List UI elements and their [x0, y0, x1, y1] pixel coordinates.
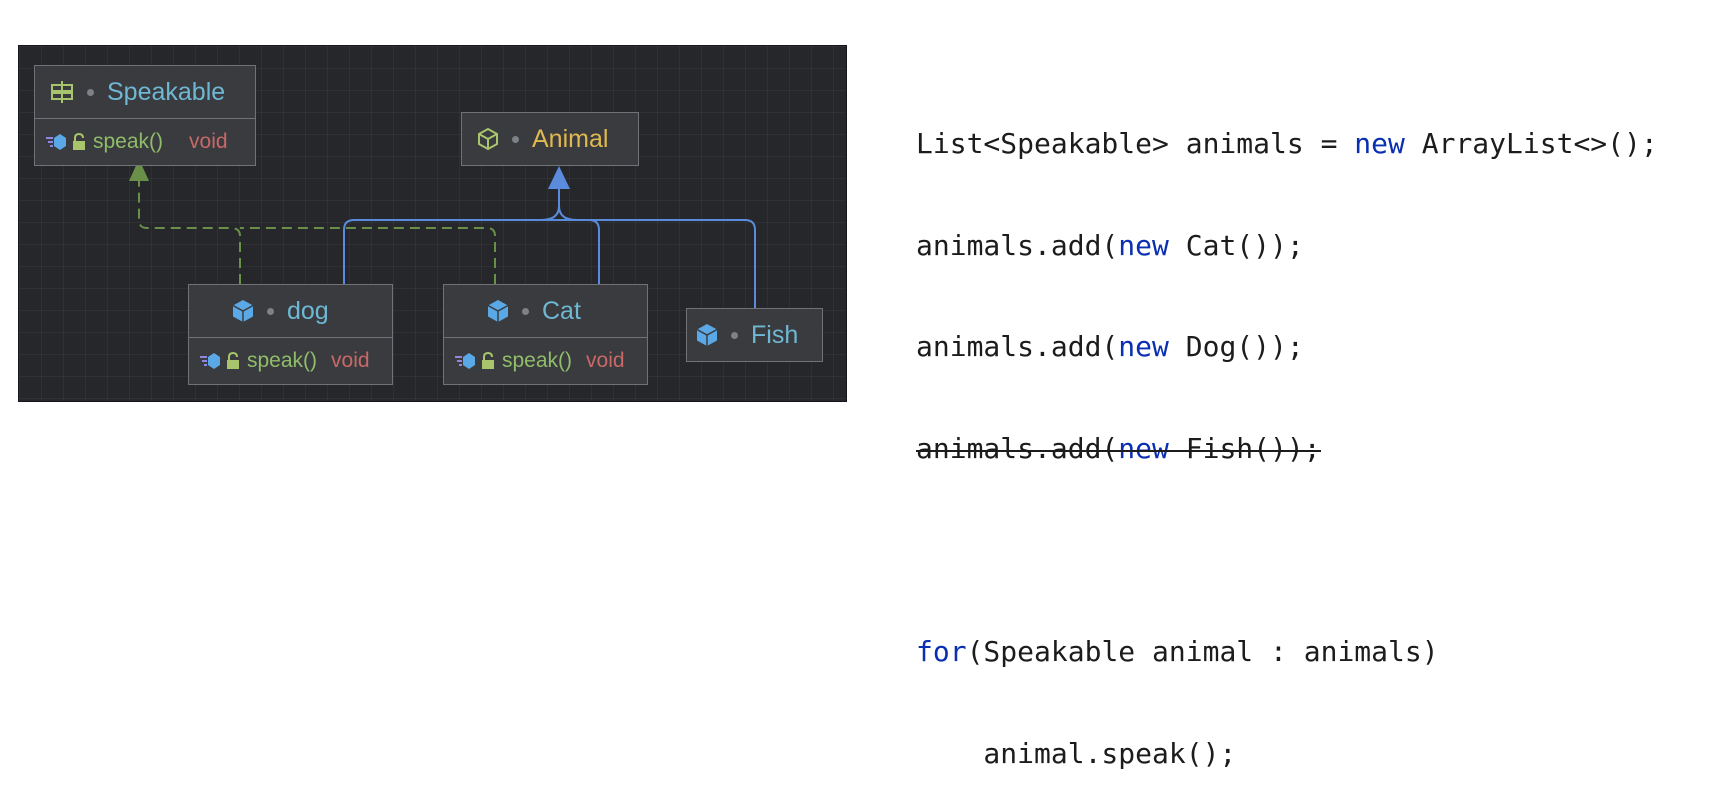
node-fish[interactable]: Fish — [686, 308, 823, 362]
method-icon — [200, 353, 220, 369]
public-lock-icon — [227, 352, 239, 369]
public-lock-icon — [73, 133, 85, 150]
blank-line — [916, 532, 1658, 568]
node-name: Speakable — [107, 77, 226, 106]
node-cat[interactable]: Cat speak() void — [443, 284, 648, 385]
code-line: animals.add(new Dog()); — [916, 329, 1658, 365]
code-text: ArrayList<>(); — [1404, 127, 1658, 160]
code-text: animal.speak(); — [916, 736, 1237, 770]
visibility-dot — [522, 307, 529, 315]
class-icon — [487, 300, 509, 322]
node-animal[interactable]: Animal — [461, 112, 639, 166]
uml-diagram-panel: Speakable speak() void — [18, 45, 847, 402]
code-line: List<Speakable> animals = new ArrayList<… — [916, 126, 1658, 162]
arrowhead-speakable — [129, 159, 149, 181]
abstract-class-icon — [478, 127, 498, 151]
code-text: Dog()); — [1168, 330, 1304, 363]
edge-cat-extends-animal — [551, 219, 600, 284]
code-block: List<Speakable> animals = new ArrayList<… — [916, 60, 1658, 804]
node-name: Cat — [542, 296, 581, 325]
keyword: for — [916, 635, 967, 668]
code-line: animals.add(new Cat()); — [916, 228, 1658, 264]
arrowhead-animal — [548, 166, 570, 189]
edge-animal-trunk — [540, 205, 578, 221]
method-return-type: void — [331, 349, 370, 372]
node-name: Fish — [751, 320, 799, 349]
node-fish-header: Fish — [687, 309, 822, 361]
method-name: speak() — [502, 349, 573, 372]
node-animal-header: Animal — [462, 113, 638, 165]
edge-dog-extends-animal — [343, 219, 551, 284]
edge-fish-extends-animal — [589, 219, 756, 308]
keyword: new — [1118, 431, 1169, 465]
strikethrough-text: animals.add(new Fish()); — [916, 431, 1321, 467]
method-name: speak() — [247, 349, 318, 372]
code-text: List<Speakable> animals = — [916, 127, 1355, 160]
method-row: speak() void — [444, 337, 647, 384]
code-text: Fish()); — [1168, 431, 1321, 465]
code-text: (Speakable animal : animals) — [966, 635, 1439, 668]
node-speakable[interactable]: Speakable speak() void — [34, 65, 256, 166]
edge-cat-implements-speakable — [240, 227, 496, 284]
node-name: Animal — [532, 124, 609, 153]
node-speakable-header: Speakable — [35, 66, 255, 118]
code-text: animals.add( — [916, 228, 1119, 262]
class-icon — [696, 324, 718, 346]
interface-icon — [51, 81, 73, 103]
code-text: Cat()); — [1168, 228, 1304, 262]
node-dog[interactable]: dog speak() void — [188, 284, 393, 385]
public-lock-icon — [482, 352, 494, 369]
method-row: speak() void — [35, 118, 255, 165]
edge-dog-implements-speakable — [138, 181, 241, 284]
method-name: speak() — [93, 130, 164, 153]
keyword: new — [1118, 228, 1169, 262]
method-icon — [46, 134, 66, 150]
method-row: speak() void — [189, 337, 392, 384]
code-text: animals.add( — [916, 431, 1119, 465]
method-icon — [455, 353, 475, 369]
method-return-type: void — [586, 349, 625, 372]
keyword: new — [1354, 127, 1405, 160]
diagram-edges — [129, 159, 756, 308]
visibility-dot — [731, 331, 738, 339]
class-icon — [232, 300, 254, 322]
visibility-dot — [267, 307, 274, 315]
code-line: animal.speak(); — [916, 736, 1658, 772]
code-line: for(Speakable animal : animals) — [916, 634, 1658, 670]
code-line-struck: animals.add(new Fish()); — [916, 431, 1658, 467]
keyword: new — [1118, 330, 1169, 363]
node-cat-header: Cat — [444, 285, 647, 337]
method-return-type: void — [189, 130, 228, 153]
node-name: dog — [287, 296, 329, 325]
node-dog-header: dog — [189, 285, 392, 337]
visibility-dot — [87, 88, 94, 96]
visibility-dot — [512, 135, 519, 143]
code-text: animals.add( — [916, 330, 1119, 363]
